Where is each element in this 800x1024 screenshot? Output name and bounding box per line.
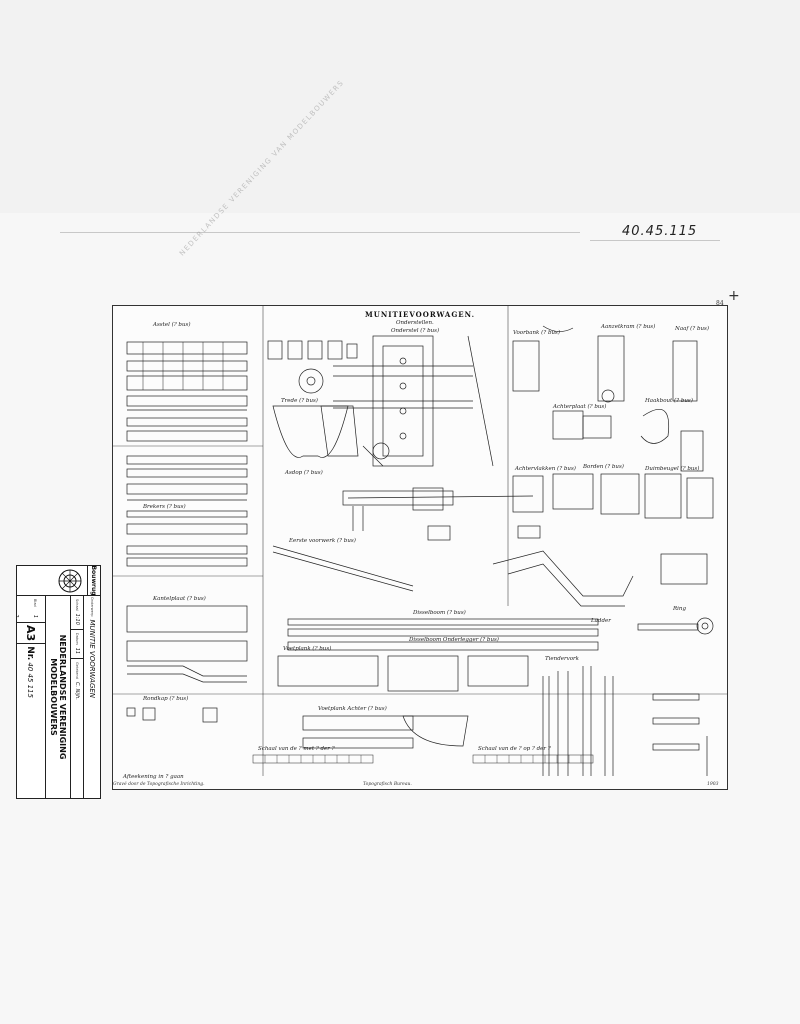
label-duimbeugel: Duimbeugel (? bus) bbox=[645, 466, 700, 472]
drawn-key: Getekend bbox=[75, 662, 79, 679]
association-logo-icon bbox=[58, 569, 82, 592]
drawing-linework bbox=[113, 306, 727, 776]
organisation-name: NEDERLANDSE VERENIGING MODELBOUWERS bbox=[48, 596, 68, 798]
label-schaal-right: Schaal van de ? op ? der ? bbox=[478, 746, 551, 752]
label-ring: Ring bbox=[673, 606, 686, 612]
label-naaf: Naaf (? bus) bbox=[675, 326, 710, 332]
label-onderstel: Onderstel (? bus) bbox=[391, 328, 440, 334]
title-block-logo-column: Bouwrug bbox=[17, 566, 100, 596]
label-disselboom-onderlegger: Disselboom Onderlegger (? bus) bbox=[409, 637, 499, 643]
sheet-value: 1 bbox=[32, 614, 39, 619]
date-value: 11 bbox=[74, 647, 80, 655]
label-asstel: Asstel (? bus) bbox=[153, 322, 191, 328]
label-voetplank: Voetplank (? bus) bbox=[283, 646, 332, 652]
rule-line bbox=[590, 240, 720, 241]
page-header-area bbox=[0, 0, 800, 213]
label-voorbank: Voorbank (? bus) bbox=[513, 330, 561, 336]
label-onderstellen: Onderstellen. bbox=[396, 320, 434, 326]
printer-note-left: Gravé door de Topografische Inrichting. bbox=[113, 782, 205, 787]
reference-number: 40.45.115 bbox=[622, 224, 698, 239]
label-achterplaat: Achterplaat (? bus) bbox=[553, 404, 607, 410]
title-block-number-row: Blad 1 van 2 A3 Nr. 40 45 115 bbox=[16, 596, 46, 798]
drawing-year: 1903 bbox=[707, 782, 719, 787]
sheet-number: 84 bbox=[716, 300, 724, 307]
label-afteekening: Afteekening in ? gaan bbox=[123, 774, 184, 780]
label-ladder: Ladder bbox=[591, 618, 611, 624]
sheet-cell: Blad 1 van 2 bbox=[16, 596, 46, 624]
number-value: 40 45 115 bbox=[26, 662, 35, 698]
drawn-value: C. Nijh. bbox=[74, 681, 80, 700]
date-cell: Datum 11 bbox=[71, 629, 83, 660]
of-value: 2 bbox=[17, 612, 20, 619]
label-voetplank-achter: Voetplank Achter (? bus) bbox=[318, 706, 387, 712]
label-aanzetkram: Aanzetkram (? bus) bbox=[601, 324, 656, 330]
label-haakbout: Haakbout (? bus) bbox=[645, 398, 693, 404]
title-block: Bouwrug Onderwerp MUNITIE VOORWAGEN Scha… bbox=[16, 565, 101, 799]
sheet-key: Blad bbox=[33, 599, 38, 607]
format-cell: A3 bbox=[17, 623, 45, 645]
number-cell: Nr. 40 45 115 bbox=[17, 644, 45, 702]
label-disselboom: Disselboom (? bus) bbox=[413, 610, 466, 616]
organisation-line-2: MODELBOUWERS bbox=[49, 658, 58, 736]
label-asdop: Asdop (? bus) bbox=[285, 470, 323, 476]
scale-cell: Schaal 1:10 bbox=[71, 596, 83, 630]
label-schaal-left: Schaal van de ? met ? der ? bbox=[258, 746, 335, 752]
number-key: Nr. bbox=[25, 646, 36, 661]
label-eerste-voorwerk: Eerste voorwerk (? bus) bbox=[289, 538, 356, 544]
subject-key: Onderwerp bbox=[90, 597, 94, 617]
subject-value: MUNITIE VOORWAGEN bbox=[88, 619, 96, 699]
title-block-header: Bouwrug bbox=[87, 566, 100, 596]
technical-drawing: MUNITIEVOORWAGEN. Asstel (? bus) Onderst… bbox=[112, 305, 728, 790]
sheet-line: Blad 1 bbox=[31, 598, 46, 620]
drawing-title: MUNITIEVOORWAGEN. bbox=[364, 310, 476, 319]
label-kantelplaat: Kantelplaat (? bus) bbox=[153, 596, 206, 602]
date-key: Datum bbox=[75, 632, 79, 645]
title-block-content: Bouwrug Onderwerp MUNITIE VOORWAGEN Scha… bbox=[17, 566, 100, 798]
title-block-fields: Onderwerp MUNITIE VOORWAGEN Schaal 1:10 … bbox=[16, 596, 100, 798]
printer-note-center: Topografisch Bureau. bbox=[363, 782, 412, 787]
label-rondkap: Rondkap (? bus) bbox=[143, 696, 189, 702]
title-block-meta-row: Schaal 1:10 Datum 11 Getekend C. Nijh. bbox=[70, 596, 83, 798]
rule-line bbox=[60, 232, 580, 233]
label-borden: Borden (? bus) bbox=[583, 464, 624, 470]
organisation-line-1: NEDERLANDSE VERENIGING bbox=[58, 634, 67, 760]
title-block-organisation-row: NEDERLANDSE VERENIGING MODELBOUWERS bbox=[45, 596, 70, 798]
drawn-cell: Getekend C. Nijh. bbox=[71, 659, 83, 704]
scale-value: 1:10 bbox=[74, 613, 80, 625]
title-block-subject-row: Onderwerp MUNITIE VOORWAGEN bbox=[83, 596, 100, 798]
label-tiendervork: Tiendervork bbox=[545, 656, 580, 662]
registration-cross-icon: + bbox=[728, 288, 740, 304]
of-line: van 2 bbox=[16, 599, 31, 620]
of-key: van bbox=[16, 599, 19, 607]
label-trede: Trede (? bus) bbox=[281, 398, 318, 404]
label-achtervlakken: Achtervlakken (? bus) bbox=[515, 466, 576, 472]
scale-key: Schaal bbox=[75, 599, 79, 611]
label-brekers: Brekers (? bus) bbox=[143, 504, 186, 510]
